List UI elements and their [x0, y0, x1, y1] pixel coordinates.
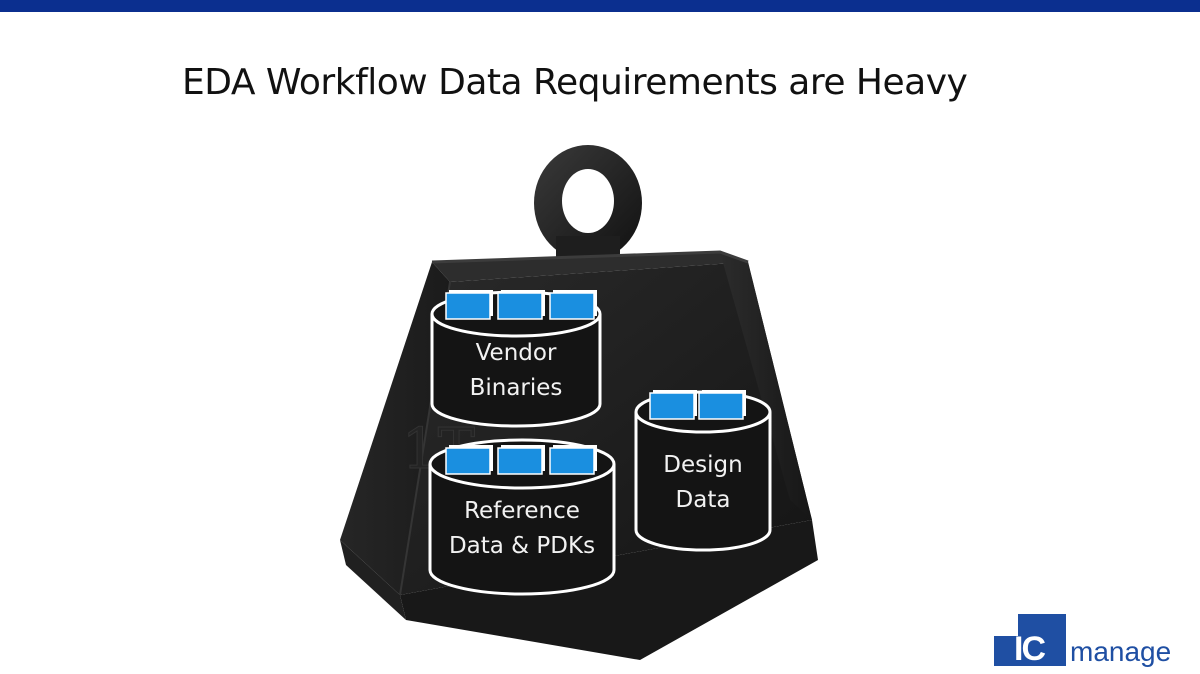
file-stack-icon	[549, 445, 597, 475]
top-bar	[0, 0, 1200, 12]
label-line: Reference	[464, 498, 580, 524]
label-line: Data	[675, 487, 731, 513]
ring-handle	[534, 145, 642, 262]
label-line: Data & PDKs	[448, 533, 596, 559]
file-stack-icon	[497, 290, 545, 320]
label-line: Vendor	[475, 340, 557, 366]
file-stack-icon	[445, 290, 493, 320]
logo-word: manage	[1070, 636, 1172, 667]
file-stack-icon	[549, 290, 597, 320]
label-line: Binaries	[469, 375, 563, 401]
file-stack-icon	[649, 390, 697, 420]
design-data-label: Design Data	[640, 448, 766, 518]
file-stack-icon	[445, 445, 493, 475]
vendor-binaries-label: Vendor Binaries	[436, 336, 596, 406]
ic-manage-logo: IC manage	[994, 612, 1184, 668]
cylinder-reference-data	[428, 438, 616, 596]
slide-title: EDA Workflow Data Requirements are Heavy	[182, 62, 968, 103]
file-stack-icon	[698, 390, 746, 420]
cylinder-design-data	[634, 390, 772, 552]
reference-data-label: Reference Data & PDKs	[434, 494, 610, 564]
cylinder-vendor-binaries	[430, 290, 602, 428]
label-line: Design	[663, 452, 743, 478]
logo-mark: IC	[1014, 630, 1046, 668]
logo-notch	[994, 614, 1018, 636]
file-stack-icon	[497, 445, 545, 475]
